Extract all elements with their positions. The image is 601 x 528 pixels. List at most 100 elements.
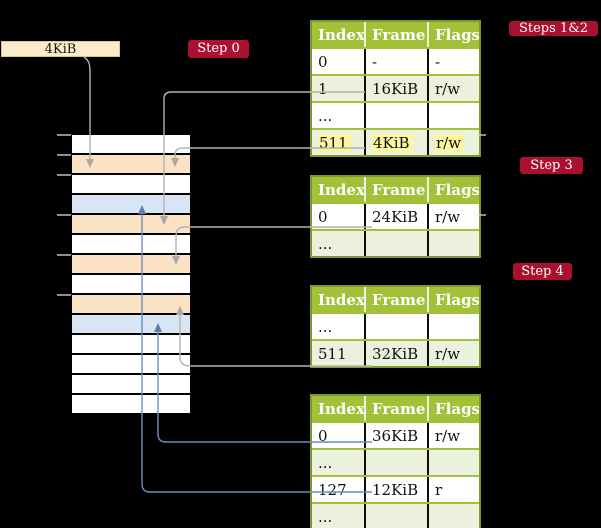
table-cell: ...: [312, 504, 366, 528]
cell-text: 511: [318, 134, 351, 152]
page-table-4-row-...: ...: [312, 502, 479, 528]
cell-text: ...: [318, 107, 333, 125]
table-cell: 4KiB: [366, 130, 429, 155]
memory-frame-0: [72, 135, 190, 153]
steps-1-2-label: Steps 1&2: [509, 21, 598, 36]
cell-text: r: [435, 481, 443, 499]
page-table-4-row-0: 0 36KiB r/w: [312, 421, 479, 448]
table-cell: r/w: [429, 76, 479, 101]
column-header: Frame: [366, 396, 429, 421]
table-cell: [366, 504, 429, 528]
table-cell: r/w: [429, 130, 479, 155]
column-header: Frame: [366, 177, 429, 202]
cell-text: 16KiB: [372, 80, 419, 98]
table-cell: r/w: [429, 204, 479, 229]
table-cell: 36KiB: [366, 423, 429, 448]
cell-text: r/w: [435, 208, 461, 226]
column-header: Index: [312, 22, 366, 47]
page-table-1-row-1: 1 16KiB r/w: [312, 74, 479, 101]
table-cell: 16KiB: [366, 76, 429, 101]
column-header: Flags: [429, 396, 479, 421]
table-cell: 511: [312, 341, 366, 366]
memory-frame-20KiB: [72, 235, 190, 253]
step-3-label: Step 3: [520, 157, 583, 174]
column-header: Flags: [429, 287, 479, 312]
table-cell: 0: [312, 204, 366, 229]
4kib-label-box: 4KiB: [1, 41, 120, 57]
memory-frame-32KiB: [72, 295, 190, 313]
column-header: Index: [312, 396, 366, 421]
table-cell: [429, 314, 479, 339]
table-cell: 0: [312, 49, 366, 74]
memory-frame-52KiB: [72, 395, 190, 413]
cell-text: 0: [318, 53, 328, 71]
table-cell: r/w: [429, 341, 479, 366]
memory-frame-40KiB: [72, 335, 190, 353]
table-cell: 32KiB: [366, 341, 429, 366]
table-cell: [429, 450, 479, 475]
address-tick: [57, 174, 71, 176]
memory-frame-4KiB: [72, 155, 190, 173]
memory-frame-48KiB: [72, 375, 190, 393]
memory-frame-12KiB: [72, 195, 190, 213]
table-cell: r: [429, 477, 479, 502]
page-table-3-row-511: 511 32KiB r/w: [312, 339, 479, 366]
table-cell: [366, 103, 429, 128]
table-cell: [366, 231, 429, 256]
memory-frame-36KiB: [72, 315, 190, 333]
memory-frame-28KiB: [72, 275, 190, 293]
cell-text: ...: [318, 508, 333, 526]
table-cell: 12KiB: [366, 477, 429, 502]
cell-text: 36KiB: [372, 427, 419, 445]
page-table-1-row-0: 0--: [312, 47, 479, 74]
page-table-2-row-...: ...: [312, 229, 479, 256]
table-cell: ...: [312, 314, 366, 339]
table-cell: ...: [312, 103, 366, 128]
cell-text: 4KiB: [372, 134, 413, 152]
table-cell: ...: [312, 450, 366, 475]
cell-text: 127: [318, 481, 347, 499]
cell-text: 32KiB: [372, 345, 419, 363]
column-header: Index: [312, 287, 366, 312]
table-cell: -: [429, 49, 479, 74]
table-cell: 127: [312, 477, 366, 502]
column-header: Frame: [366, 22, 429, 47]
column-header: Flags: [429, 22, 479, 47]
cell-text: 511: [318, 345, 347, 363]
cell-text: ...: [318, 454, 333, 472]
cell-text: 1: [318, 80, 328, 98]
cell-text: r/w: [435, 345, 461, 363]
cell-text: 0: [318, 208, 328, 226]
address-tick: [57, 214, 71, 216]
table-cell: [429, 103, 479, 128]
cell-text: ...: [318, 318, 333, 336]
4kib-label: 4KiB: [44, 41, 77, 57]
page-table-4-row-...: ...: [312, 448, 479, 475]
table-cell: [429, 504, 479, 528]
cell-text: ...: [318, 235, 333, 253]
address-tick: [57, 154, 71, 156]
page-table-3-row-...: ...: [312, 312, 479, 339]
memory-frame-16KiB: [72, 215, 190, 233]
cell-text: r/w: [435, 134, 465, 152]
page-table-1-row-...: ...: [312, 101, 479, 128]
table-cell: ...: [312, 231, 366, 256]
memory-frame-44KiB: [72, 355, 190, 373]
cell-text: r/w: [435, 427, 461, 445]
address-tick: [57, 294, 71, 296]
table-cell: [366, 450, 429, 475]
step-0-label: Step 0: [188, 40, 249, 58]
cell-text: 12KiB: [372, 481, 419, 499]
cell-text: 24KiB: [372, 208, 419, 226]
table-cell: 0: [312, 423, 366, 448]
cell-text: r/w: [435, 80, 461, 98]
column-header: Flags: [429, 177, 479, 202]
table-cell: [366, 314, 429, 339]
step-4-label: Step 4: [513, 263, 572, 280]
memory-frame-24KiB: [72, 255, 190, 273]
column-header: Index: [312, 177, 366, 202]
